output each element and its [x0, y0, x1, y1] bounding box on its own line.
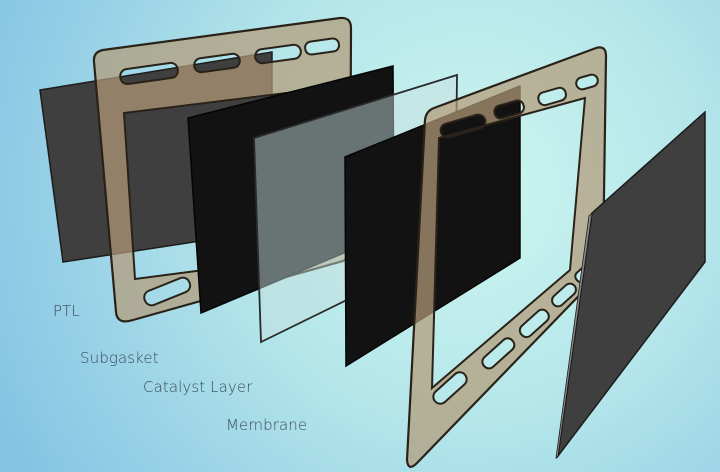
label-ptl: PTL — [53, 302, 80, 320]
label-subgasket: Subgasket — [80, 349, 159, 367]
label-catalyst-layer: Catalyst Layer — [143, 378, 253, 396]
ptl-right-sheet-edge — [555, 211, 593, 460]
subgasket-right-frame — [405, 46, 608, 468]
label-membrane: Membrane — [226, 416, 308, 434]
